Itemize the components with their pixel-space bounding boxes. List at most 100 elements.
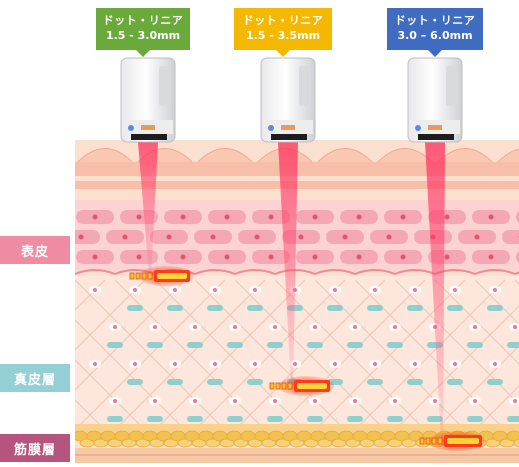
fibroblast-nucleus <box>413 362 417 366</box>
cell-nucleus <box>269 215 274 220</box>
layer-label-epidermis: 表皮 <box>0 236 70 264</box>
cell-nucleus <box>313 215 318 220</box>
elastin-fiber <box>307 416 323 422</box>
cell-nucleus <box>137 215 142 220</box>
cell-nucleus <box>401 255 406 260</box>
cell-nucleus <box>93 215 98 220</box>
elastin-fiber <box>227 416 243 422</box>
transducer-tag-2: ドット・リニア 1.5 - 3.5mm <box>234 8 332 50</box>
handpiece-grip <box>159 66 171 106</box>
focal-dot <box>136 273 140 279</box>
fibroblast-nucleus <box>213 362 217 366</box>
cell-nucleus <box>181 215 186 220</box>
elastin-fiber <box>127 379 143 385</box>
elastin-fiber <box>247 305 263 311</box>
layer-label-dermis-text: 真皮層 <box>14 369 56 388</box>
elastin-fiber <box>167 305 183 311</box>
fibroblast-nucleus <box>93 288 97 292</box>
fibroblast-nucleus <box>253 288 257 292</box>
fibroblast-nucleus <box>173 362 177 366</box>
fibroblast-nucleus <box>333 288 337 292</box>
elastin-fiber <box>127 305 143 311</box>
elastin-fiber <box>347 416 363 422</box>
focal-dot <box>148 273 152 279</box>
fibroblast-nucleus <box>153 399 157 403</box>
handpiece-tip <box>131 134 167 140</box>
focal-dot <box>288 383 292 389</box>
layer-label-fascia: 筋膜層 <box>0 434 70 462</box>
cell-nucleus <box>489 215 494 220</box>
cell-nucleus <box>137 255 142 260</box>
transducer-tag-1: ドット・リニア 1.5 - 3.0mm <box>96 8 190 50</box>
fibroblast-nucleus <box>473 325 477 329</box>
transducer-tag-1-range: 1.5 - 3.0mm <box>96 28 190 43</box>
fibroblast-nucleus <box>93 362 97 366</box>
elastin-fiber <box>207 379 223 385</box>
fibroblast-nucleus <box>193 399 197 403</box>
fibroblast-nucleus <box>353 325 357 329</box>
elastin-fiber <box>187 416 203 422</box>
focal-dot <box>420 438 424 444</box>
elastin-fiber <box>367 305 383 311</box>
collagen-fiber <box>0 280 65 430</box>
cell-nucleus <box>211 235 216 240</box>
fibroblast-nucleus <box>133 288 137 292</box>
fibroblast-nucleus <box>153 325 157 329</box>
fibroblast-nucleus <box>273 399 277 403</box>
fibroblast-nucleus <box>513 325 517 329</box>
fibroblast-nucleus <box>313 325 317 329</box>
elastin-fiber <box>487 305 503 311</box>
cell-nucleus <box>167 235 172 240</box>
fibroblast-nucleus <box>293 362 297 366</box>
fibroblast-nucleus <box>393 399 397 403</box>
handpiece-1 <box>121 58 175 142</box>
fibroblast-nucleus <box>413 288 417 292</box>
status-light-icon <box>268 125 274 131</box>
layer-label-dermis: 真皮層 <box>0 364 70 392</box>
elastin-fiber <box>147 342 163 348</box>
transducer-tag-2-range: 1.5 - 3.5mm <box>234 28 332 43</box>
cell-nucleus <box>313 255 318 260</box>
cell-nucleus <box>475 235 480 240</box>
focal-dot <box>438 438 442 444</box>
fibroblast-nucleus <box>453 362 457 366</box>
elastin-fiber <box>167 379 183 385</box>
fibroblast-nucleus <box>333 362 337 366</box>
elastin-fiber <box>347 342 363 348</box>
collagen-fiber <box>0 280 65 430</box>
transducer-tag-3-pointer <box>428 50 442 57</box>
elastin-fiber <box>107 342 123 348</box>
elastin-fiber <box>207 305 223 311</box>
fibroblast-nucleus <box>253 362 257 366</box>
transducer-tag-2-pointer <box>276 50 290 57</box>
elastin-fiber <box>227 342 243 348</box>
handpiece-badge <box>281 125 295 130</box>
elastin-fiber <box>487 379 503 385</box>
cell-nucleus <box>445 255 450 260</box>
status-light-icon <box>415 125 421 131</box>
fibroblast-nucleus <box>113 399 117 403</box>
elastin-fiber <box>407 305 423 311</box>
focal-dot <box>270 383 274 389</box>
cell-nucleus <box>299 235 304 240</box>
handpiece-tip <box>271 134 307 140</box>
handpiece-badge <box>428 125 442 130</box>
elastin-fiber <box>467 342 483 348</box>
fibroblast-nucleus <box>313 399 317 403</box>
elastin-fiber <box>107 416 123 422</box>
transducer-tag-2-name: ドット・リニア <box>234 8 332 28</box>
cell-nucleus <box>269 255 274 260</box>
cell-nucleus <box>123 235 128 240</box>
transducer-tag-1-name: ドット・リニア <box>96 8 190 28</box>
elastin-fiber <box>187 342 203 348</box>
handpiece-badge <box>141 125 155 130</box>
focal-dot <box>282 383 286 389</box>
focal-dot <box>130 273 134 279</box>
cell-nucleus <box>79 235 84 240</box>
cell-nucleus <box>225 255 230 260</box>
handpiece-2 <box>261 58 315 142</box>
elastin-fiber <box>247 379 263 385</box>
epidermal-cell <box>502 230 519 244</box>
cell-nucleus <box>255 235 260 240</box>
